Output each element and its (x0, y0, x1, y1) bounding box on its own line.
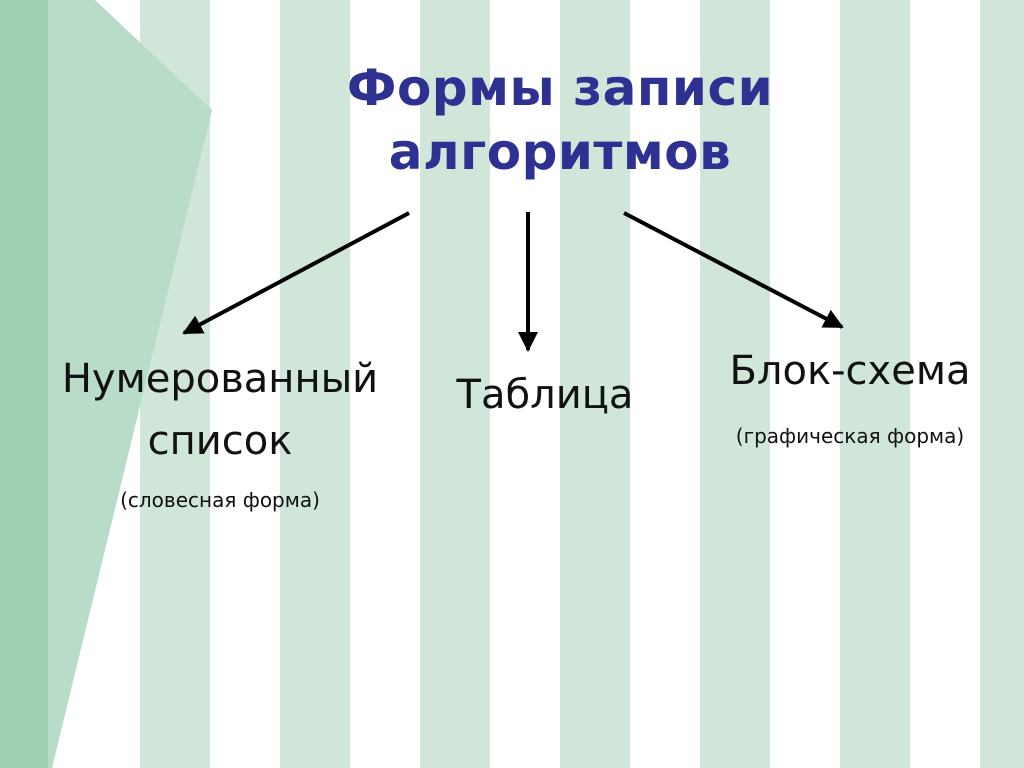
background-stripe (980, 0, 1024, 768)
flowchart-note: (графическая форма) (735, 424, 965, 448)
flowchart-label: Блок-схема (690, 340, 1010, 402)
node-numbered-list: Нумерованный список (словесная форма) (40, 348, 400, 512)
node-table: Таблица (425, 364, 665, 426)
table-label: Таблица (425, 364, 665, 426)
background-stripe (560, 0, 630, 768)
title-line-2: алгоритмов (388, 123, 732, 181)
background-stripe (700, 0, 770, 768)
arrow-to-flowchart (623, 211, 844, 329)
numbered-list-note: (словесная форма) (120, 488, 320, 512)
node-flowchart: Блок-схема (графическая форма) (690, 340, 1010, 448)
slide-title: Формы записи алгоритмов (300, 56, 820, 184)
numbered-list-line-2: список (147, 418, 293, 464)
background-stripes (140, 0, 1024, 768)
background-stripe (840, 0, 910, 768)
background-stripe (280, 0, 350, 768)
arrow-to-numbered (182, 211, 410, 335)
numbered-list-line-1: Нумерованный (61, 356, 379, 402)
background-triangle-light (0, 0, 212, 768)
numbered-list-label: Нумерованный список (40, 348, 400, 472)
background-triangle-dark (0, 0, 48, 768)
flowchart-label-text: Блок-схема (729, 348, 971, 394)
title-line-1: Формы записи (346, 59, 774, 117)
background-stripe (420, 0, 490, 768)
table-label-text: Таблица (456, 372, 634, 418)
